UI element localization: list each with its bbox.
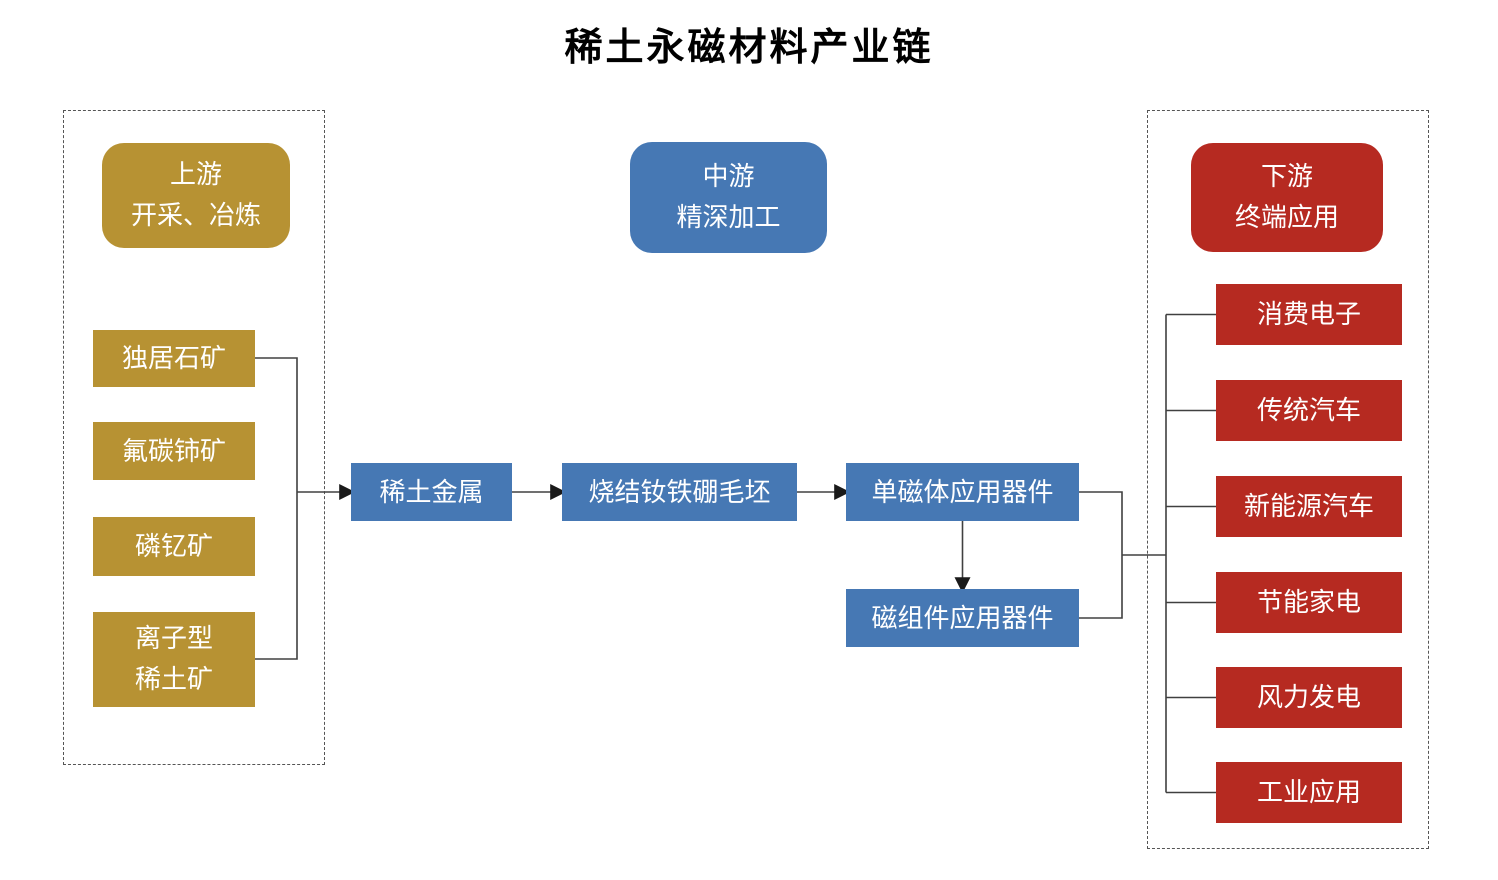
downstream-item-traditional-autos: 传统汽车 <box>1216 380 1402 441</box>
midstream-node-rare-earth-metal: 稀土金属 <box>351 463 512 521</box>
diagram-title: 稀土永磁材料产业链 <box>564 27 934 69</box>
downstream-stub-lines <box>1166 313 1216 794</box>
downstream-item-consumer-electronics: 消费电子 <box>1216 284 1402 345</box>
upstream-item-ion-adsorption-ore: 离子型 稀土矿 <box>93 612 255 707</box>
midstream-header: 中游 精深加工 <box>630 142 827 253</box>
upstream-item-xenotime: 磷钇矿 <box>93 517 255 576</box>
upstream-header: 上游 开采、冶炼 <box>102 143 290 248</box>
midstream-node-sintered-ndfeb-blank: 烧结钕铁硼毛坯 <box>562 463 797 521</box>
midstream-node-single-magnet-devices: 单磁体应用器件 <box>846 463 1079 521</box>
downstream-header: 下游 终端应用 <box>1191 143 1383 252</box>
upstream-container <box>63 110 325 765</box>
upstream-item-monazite: 独居石矿 <box>93 330 255 387</box>
upstream-item-bastnaesite: 氟碳铈矿 <box>93 422 255 480</box>
downstream-item-new-energy-vehicles: 新能源汽车 <box>1216 476 1402 537</box>
downstream-item-wind-power: 风力发电 <box>1216 667 1402 728</box>
downstream-item-energy-saving-appliances: 节能家电 <box>1216 572 1402 633</box>
midstream-node-magnet-assembly-devices: 磁组件应用器件 <box>846 589 1079 647</box>
upstream-bracket-line <box>255 357 298 660</box>
midstream-bracket-line <box>1079 491 1123 619</box>
downstream-container <box>1147 110 1429 849</box>
downstream-item-industrial-applications: 工业应用 <box>1216 762 1402 823</box>
